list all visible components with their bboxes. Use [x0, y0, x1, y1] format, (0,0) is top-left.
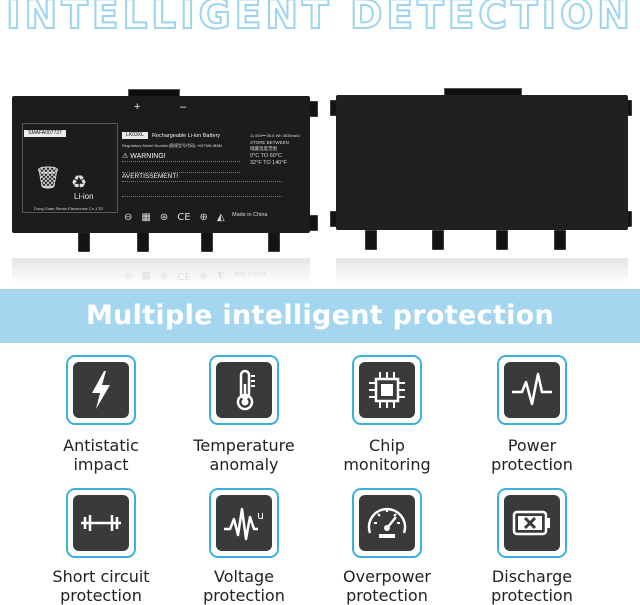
- spec-text: 11.55V⎓ 55.8 Wh 4835mAh: [250, 133, 300, 138]
- minus-terminal-label: –: [180, 101, 187, 113]
- feature-label-line-1: Chip: [369, 436, 405, 455]
- ce-mark-icon: CE: [177, 212, 191, 223]
- feature-caption: Discharge protection: [457, 567, 607, 605]
- battery-x-icon: [504, 495, 560, 551]
- voltage-wave-icon: u: [216, 495, 272, 551]
- feature-label-line-2: impact: [73, 455, 129, 474]
- antistatic-feature-tile: [66, 355, 136, 425]
- warning-fine-print-french: [122, 181, 282, 197]
- gauge-icon: [359, 495, 415, 551]
- warning-heading: ⚠ WARNING!: [122, 153, 166, 160]
- feature-label-line-2: monitoring: [343, 455, 431, 474]
- qr-mark-icon: ▦: [141, 212, 151, 223]
- temperature-fahrenheit: 32°F TO 140°F: [250, 160, 287, 166]
- feature-label-line-1: Overpower: [343, 567, 431, 586]
- chip-feature-tile: [352, 355, 422, 425]
- regulatory-text: Regulatory Model Number(稳规型号代码): HSTNN-I…: [122, 143, 223, 148]
- feature-label-line-1: Antistatic: [63, 436, 139, 455]
- mount-tab: [365, 230, 377, 250]
- feature-label-line-1: Temperature: [193, 436, 295, 455]
- certification-logos: ⊖ ▦ ⊛ CE ⊕ ◭: [124, 207, 234, 225]
- flame-mark-icon: ◭: [216, 212, 225, 223]
- certification-panel: [22, 123, 118, 213]
- li-ion-label: Li-ion: [74, 192, 94, 201]
- reflection-made-in-text: Made in China: [234, 270, 267, 276]
- short-circuit-feature-tile: [66, 488, 136, 558]
- discharge-feature-tile: [497, 488, 567, 558]
- svg-text:u: u: [257, 509, 264, 522]
- mount-tab: [496, 230, 508, 250]
- mount-tab: [432, 230, 444, 250]
- feature-label-line-1: Discharge: [491, 567, 573, 586]
- battery-title: Rechargeable Li-ion Battery: [152, 133, 221, 139]
- battery-back-body: [336, 95, 628, 230]
- mount-tab: [268, 232, 280, 252]
- feature-caption: Antistatic impact: [26, 436, 176, 474]
- feature-caption: Chip monitoring: [312, 436, 462, 474]
- feature-label-line-2: protection: [60, 586, 142, 605]
- battery-front-body: + – LK03XL Rechargeable Li-ion Battery R…: [12, 96, 310, 233]
- store-between-text: STORE BETWEEN: [250, 140, 289, 145]
- recycle-bin-crossed-icon: 🗑: [34, 166, 62, 191]
- banner-title: Multiple intelligent protection: [85, 300, 555, 331]
- serial-sticker: SMAFA007737: [24, 130, 66, 137]
- battery-front-reflection: ⊖▦⊛CE⊕◭ Made in China: [12, 258, 310, 284]
- feature-label-line-1: Voltage: [213, 567, 274, 586]
- mount-tab: [78, 232, 90, 252]
- overpower-feature-tile: [352, 488, 422, 558]
- warning-fine-print: [122, 161, 240, 173]
- recycle-icon: ♻: [71, 172, 88, 193]
- pulse-icon: [504, 362, 560, 418]
- short-circuit-icon: [73, 495, 129, 551]
- round-mark-icon: ⊛: [159, 212, 169, 223]
- feature-caption: Temperature anomaly: [169, 436, 319, 474]
- manufacturer-text: Dong Guan Siman Electronics Co.,LTD: [34, 206, 104, 211]
- lightning-bolt-icon: [73, 362, 129, 418]
- mount-tab: [554, 230, 566, 250]
- mount-tab: [137, 232, 149, 252]
- feature-label-line-1: Short circuit: [52, 567, 150, 586]
- warning-heading-french: AVERTISSEMENT!: [122, 173, 179, 180]
- battery-back-reflection: [336, 258, 628, 284]
- feature-caption: Short circuit protection: [26, 567, 176, 605]
- feature-label-line-1: Power: [507, 436, 557, 455]
- protection-banner: Multiple intelligent protection: [0, 289, 640, 343]
- ul-mark-icon: ⊖: [124, 212, 133, 223]
- plus-terminal-label: +: [134, 101, 141, 113]
- feature-caption: Voltage protection: [169, 567, 319, 605]
- mount-tab: [201, 232, 213, 252]
- temperature-feature-tile: [209, 355, 279, 425]
- feature-caption: Overpower protection: [312, 567, 462, 605]
- recycle-mark-icon: ⊕: [199, 212, 208, 223]
- feature-caption: Power protection: [457, 436, 607, 474]
- page-headline: INTELLIGENT DETECTION: [5, 0, 634, 39]
- feature-label-line-2: protection: [203, 586, 285, 605]
- thermometer-icon: [216, 362, 272, 418]
- feature-label-line-2: protection: [491, 455, 573, 474]
- store-between-cn: 储藏温度范围: [250, 146, 277, 151]
- voltage-feature-tile: u: [209, 488, 279, 558]
- made-in-text: Made in China: [232, 212, 268, 218]
- feature-label-line-2: anomaly: [209, 455, 279, 474]
- chip-icon: [359, 362, 415, 418]
- model-badge: LK03XL: [122, 132, 148, 139]
- power-feature-tile: [497, 355, 567, 425]
- temperature-celsius: 0°C TO 60°C: [250, 153, 283, 159]
- feature-label-line-2: protection: [491, 586, 573, 605]
- feature-label-line-2: protection: [346, 586, 428, 605]
